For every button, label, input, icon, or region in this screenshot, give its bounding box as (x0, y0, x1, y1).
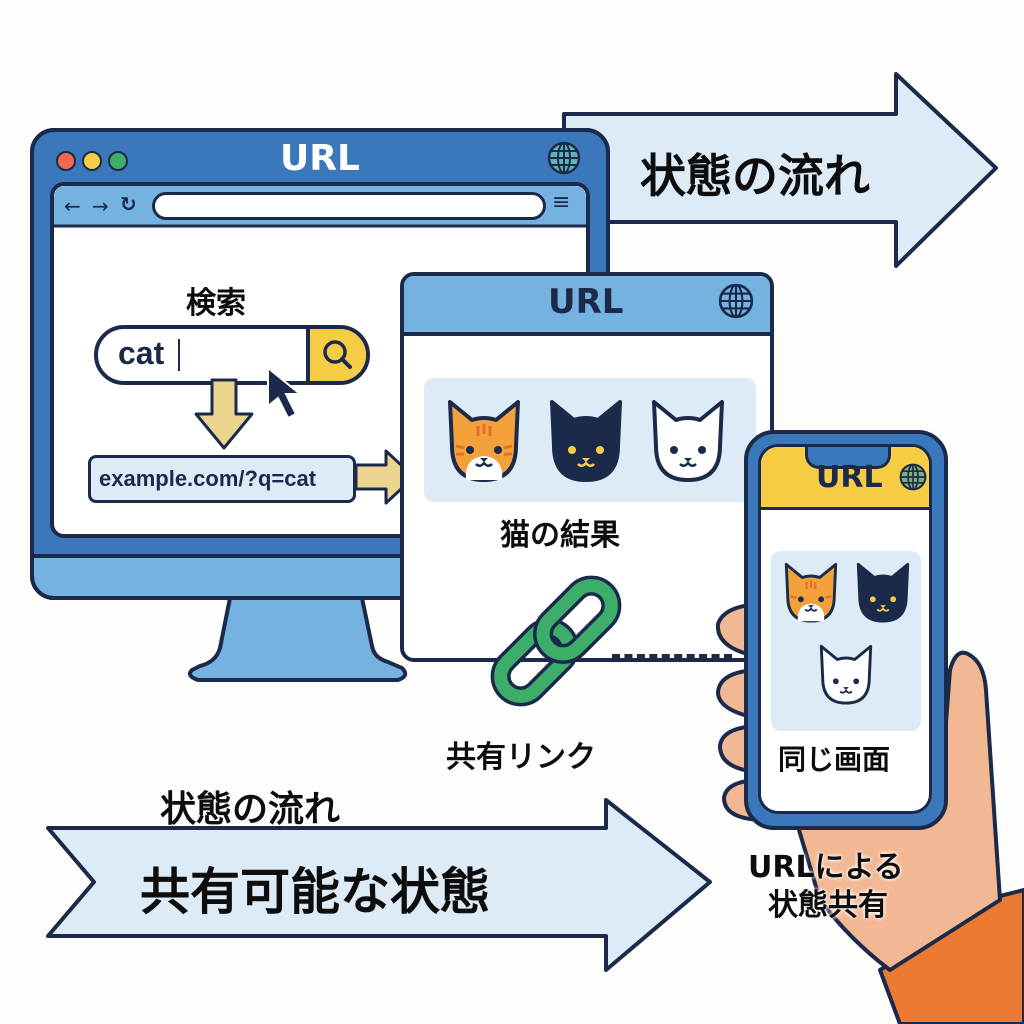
dashed-connector (612, 654, 732, 658)
bottom-flow-heading: 状態の流れ (160, 789, 341, 830)
hamburger-menu-icon[interactable]: ≡ (552, 190, 571, 215)
mouse-cursor-icon (264, 366, 308, 422)
top-flow-arrow (560, 70, 1004, 270)
orange-cat-icon[interactable] (780, 560, 842, 624)
results-window-title: URL (548, 282, 624, 322)
globe-icon (899, 463, 927, 491)
maximize-dot[interactable] (108, 151, 128, 171)
phone-notch (805, 447, 891, 469)
bottom-flow-arrow (44, 796, 716, 976)
white-cat-icon[interactable] (815, 642, 877, 706)
phone-caption: 同じ画面 (778, 743, 891, 776)
desktop-window-title: URL (280, 138, 360, 179)
down-arrow-icon (194, 378, 254, 450)
phone-footer-line1: URLによる (748, 850, 904, 885)
minimize-dot[interactable] (82, 151, 102, 171)
magnifier-icon (323, 340, 352, 369)
orange-cat-icon[interactable] (442, 396, 526, 484)
reload-icon[interactable]: ↻ (120, 192, 137, 216)
phone-footer-line2: 状態共有 (768, 888, 888, 923)
smartphone (744, 430, 948, 830)
phone-screen (758, 444, 932, 814)
search-field[interactable]: cat (94, 325, 370, 385)
white-cat-icon[interactable] (646, 396, 730, 484)
search-input[interactable]: cat (118, 335, 165, 371)
url-result-text: example.com/?q=cat (99, 466, 317, 491)
close-dot[interactable] (56, 151, 76, 171)
search-button[interactable] (306, 329, 366, 381)
text-caret (178, 339, 180, 371)
address-bar[interactable] (152, 192, 546, 220)
globe-icon (547, 141, 581, 175)
top-flow-arrow-label: 状態の流れ (640, 149, 870, 203)
back-arrow-icon[interactable]: ← (64, 194, 81, 218)
forward-arrow-icon[interactable]: → (92, 194, 109, 218)
link-chain-icon[interactable] (476, 566, 636, 716)
results-titlebar (404, 276, 770, 336)
share-link-label: 共有リンク (446, 740, 596, 775)
globe-icon (718, 283, 754, 319)
bottom-flow-arrow-label: 共有可能な状態 (140, 863, 490, 921)
results-caption: 猫の結果 (500, 518, 620, 553)
black-cat-icon[interactable] (544, 396, 628, 484)
black-cat-icon[interactable] (852, 560, 914, 624)
phone-title: URL (816, 460, 883, 495)
url-result-box[interactable]: example.com/?q=cat (88, 455, 356, 503)
search-heading: 検索 (186, 286, 246, 321)
